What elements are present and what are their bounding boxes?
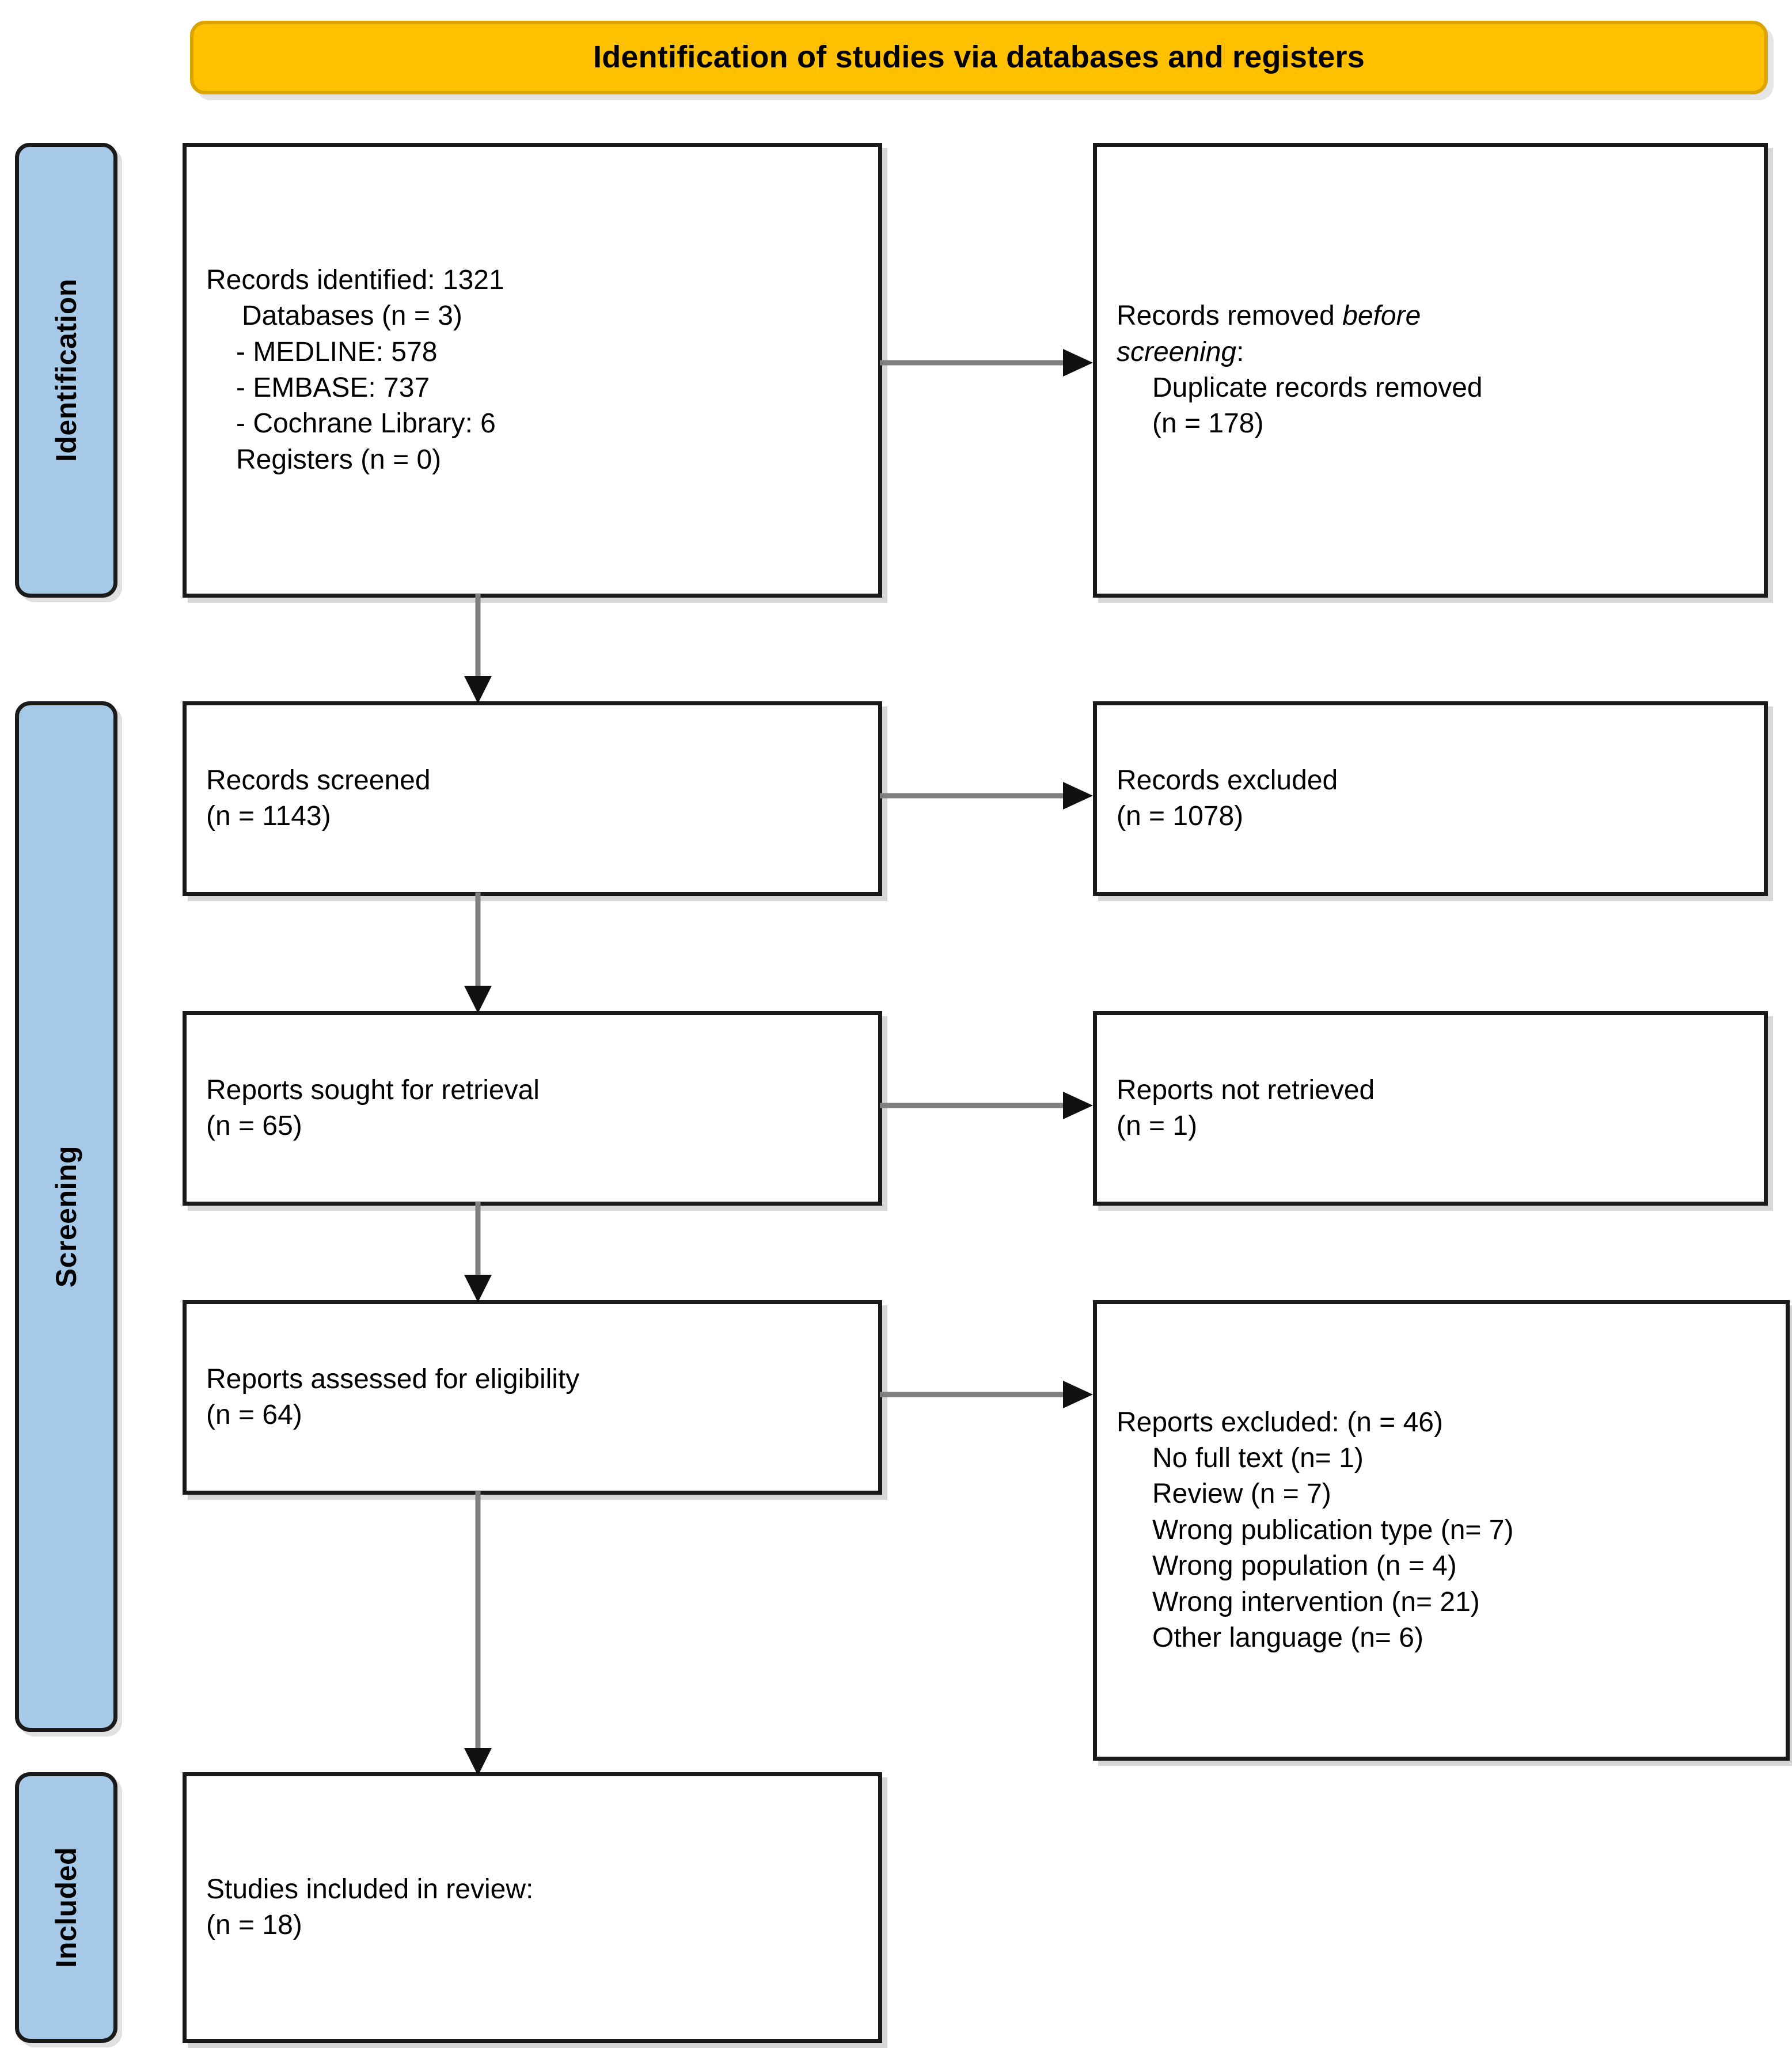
arrow-screened-to-sought <box>461 892 495 1017</box>
records-removed-duplicates-n: (n = 178) <box>1152 408 1264 439</box>
stage-label-screening: Screening <box>15 701 117 1732</box>
reports-assessed-label: Reports assessed for eligibility <box>206 1363 580 1395</box>
records-identified-medline: - MEDLINE: 578 <box>236 336 438 367</box>
arrow-sought-to-assessed <box>461 1202 495 1306</box>
box-records-removed: Records removed before screening: Duplic… <box>1093 143 1768 598</box>
reports-excluded-total: Reports excluded: (n = 46) <box>1117 1407 1443 1438</box>
arrow-screened-to-records-excluded <box>880 778 1099 813</box>
studies-included-n: (n = 18) <box>206 1910 302 1940</box>
reports-excluded-no-full-text: No full text (n= 1) <box>1152 1443 1364 1474</box>
box-reports-assessed-text: Reports assessed for eligibility (n = 64… <box>187 1362 878 1434</box>
stage-label-screening-text: Screening <box>50 1145 82 1288</box>
records-identified-embase: - EMBASE: 737 <box>236 373 430 403</box>
arrow-identified-to-screened <box>461 594 495 707</box>
reports-excluded-wrong-publication-type: Wrong publication type (n= 7) <box>1152 1514 1514 1545</box>
box-records-excluded-text: Records excluded (n = 1078) <box>1097 763 1764 835</box>
box-reports-sought-text: Reports sought for retrieval (n = 65) <box>187 1073 878 1145</box>
records-removed-emphasis-before: before <box>1342 301 1421 332</box>
reports-excluded-wrong-population: Wrong population (n = 4) <box>1152 1551 1457 1582</box>
box-records-identified: Records identified: 1321 Databases (n = … <box>183 143 882 598</box>
stage-label-identification-text: Identification <box>50 278 82 462</box>
reports-excluded-wrong-intervention: Wrong intervention (n= 21) <box>1152 1586 1480 1617</box>
reports-not-retrieved-n: (n = 1) <box>1117 1111 1198 1141</box>
records-removed-line1: Records removed before <box>1117 298 1744 334</box>
records-identified-registers: Registers (n = 0) <box>236 444 442 475</box>
stage-label-identification: Identification <box>15 143 117 598</box>
box-reports-assessed: Reports assessed for eligibility (n = 64… <box>183 1300 882 1495</box>
reports-not-retrieved-label: Reports not retrieved <box>1117 1074 1375 1105</box>
arrow-identified-to-removed <box>880 345 1099 380</box>
box-reports-not-retrieved-text: Reports not retrieved (n = 1) <box>1097 1073 1764 1145</box>
records-removed-line2: screening: <box>1117 335 1744 370</box>
records-removed-duplicates: Duplicate records removed <box>1152 373 1483 403</box>
records-screened-n: (n = 1143) <box>206 801 331 831</box>
box-reports-not-retrieved: Reports not retrieved (n = 1) <box>1093 1011 1768 1206</box>
reports-excluded-other-language: Other language (n= 6) <box>1152 1622 1423 1653</box>
records-excluded-label: Records excluded <box>1117 765 1338 796</box>
box-reports-excluded-text: Reports excluded: (n = 46) No full text … <box>1097 1405 1786 1656</box>
reports-sought-n: (n = 65) <box>206 1111 302 1141</box>
records-identified-cochrane: - Cochrane Library: 6 <box>236 408 496 439</box>
banner-identification: Identification of studies via databases … <box>190 21 1768 94</box>
box-records-removed-text: Records removed before screening: Duplic… <box>1097 298 1764 442</box>
records-identified-total: Records identified: 1321 <box>206 264 504 295</box>
records-identified-databases: Databases (n = 3) <box>242 301 462 332</box>
box-records-identified-text: Records identified: 1321 Databases (n = … <box>187 263 878 478</box>
box-studies-included: Studies included in review: (n = 18) <box>183 1772 882 2043</box>
stage-label-included-text: Included <box>50 1847 82 1968</box>
records-removed-prefix: Records removed <box>1117 301 1343 332</box>
arrow-sought-to-not-retrieved <box>880 1088 1099 1123</box>
banner-title: Identification of studies via databases … <box>593 40 1365 75</box>
records-excluded-n: (n = 1078) <box>1117 801 1244 831</box>
records-removed-emphasis-screening: screening <box>1117 336 1237 367</box>
box-records-excluded: Records excluded (n = 1078) <box>1093 701 1768 896</box>
box-reports-excluded: Reports excluded: (n = 46) No full text … <box>1093 1300 1790 1761</box>
records-screened-label: Records screened <box>206 765 431 796</box>
reports-excluded-review: Review (n = 7) <box>1152 1479 1331 1510</box>
reports-assessed-n: (n = 64) <box>206 1400 302 1430</box>
arrow-assessed-to-reports-excluded <box>880 1377 1099 1412</box>
box-records-screened: Records screened (n = 1143) <box>183 701 882 896</box>
stage-label-included: Included <box>15 1772 117 2043</box>
box-records-screened-text: Records screened (n = 1143) <box>187 763 878 835</box>
box-studies-included-text: Studies included in review: (n = 18) <box>187 1872 878 1944</box>
records-removed-colon: : <box>1236 336 1244 367</box>
reports-sought-label: Reports sought for retrieval <box>206 1074 540 1105</box>
studies-included-label: Studies included in review: <box>206 1874 534 1905</box>
box-reports-sought: Reports sought for retrieval (n = 65) <box>183 1011 882 1206</box>
arrow-assessed-to-included <box>461 1491 495 1779</box>
